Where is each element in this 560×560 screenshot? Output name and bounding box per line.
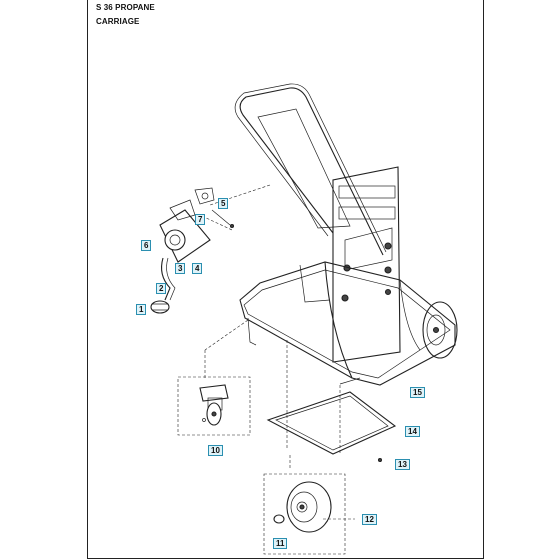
callout-7[interactable]: 7: [195, 214, 206, 225]
handle-panel: [257, 108, 351, 229]
wheel-group-box: [263, 473, 346, 555]
spare-wheel: [286, 481, 332, 533]
callout-12[interactable]: 12: [362, 514, 377, 525]
valve-clip: [194, 187, 215, 205]
cart-handle: [239, 87, 384, 256]
caster-plate: [199, 384, 229, 402]
cart-back-frame: [332, 166, 401, 363]
callout-14[interactable]: 14: [405, 426, 420, 437]
axle-rod: [339, 377, 361, 385]
cart-base-frame: [239, 261, 456, 386]
callout-5[interactable]: 5: [218, 198, 229, 209]
cart-wheel: [422, 301, 458, 359]
drawing-frame: [87, 0, 484, 559]
callout-4[interactable]: 4: [192, 263, 203, 274]
cylinder-cradle: [324, 261, 353, 379]
base-tray: [266, 391, 397, 455]
callout-11[interactable]: 11: [273, 538, 288, 549]
page-title: S 36 PROPANE: [96, 3, 155, 12]
hose-coupling: [150, 300, 170, 314]
callout-2[interactable]: 2: [156, 283, 167, 294]
callout-3[interactable]: 3: [175, 263, 186, 274]
callout-10[interactable]: 10: [208, 445, 223, 456]
page-subtitle: CARRIAGE: [96, 17, 140, 26]
callout-6[interactable]: 6: [141, 240, 152, 251]
gas-hose: [161, 257, 171, 301]
wheel-cap: [273, 514, 285, 524]
callout-13[interactable]: 13: [395, 459, 410, 470]
callout-15[interactable]: 15: [410, 387, 425, 398]
callout-1[interactable]: 1: [136, 304, 147, 315]
caster-group-box: [177, 376, 251, 436]
